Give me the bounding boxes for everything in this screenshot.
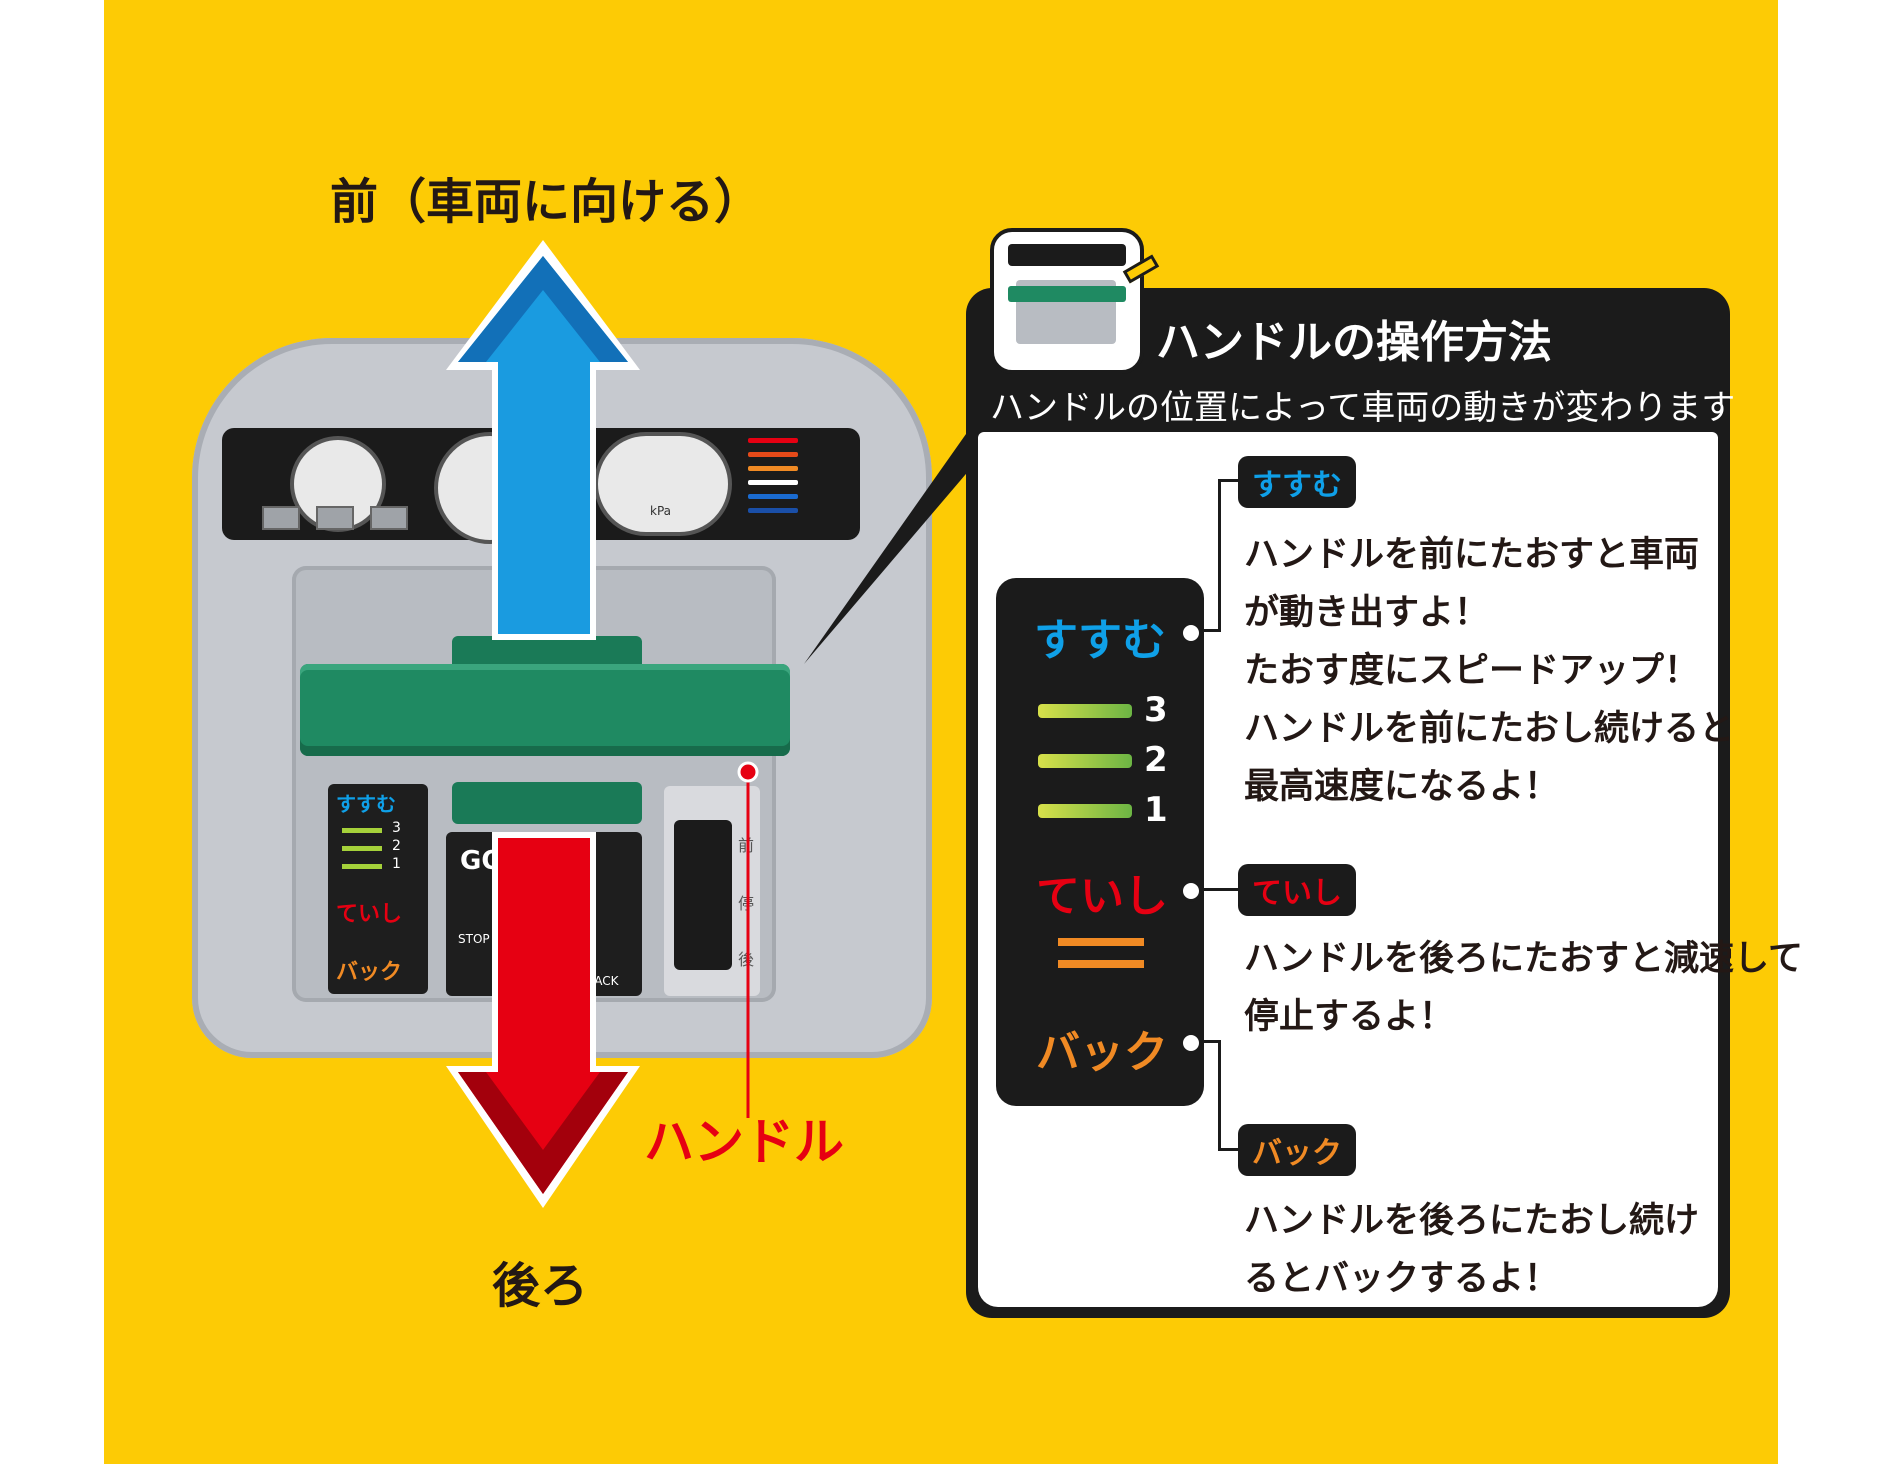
green-handle: [300, 664, 790, 756]
dash-button: [262, 506, 300, 530]
backward-label: 後ろ: [492, 1258, 589, 1314]
stop-desc: ハンドルを後ろにたおすと減速して 停止するよ！: [1244, 930, 1803, 1046]
sticker-stop-char: 停: [738, 894, 755, 913]
speed-sticker-left: すすむ 3 2 1 ていし バック: [328, 784, 428, 994]
scale-stop-line: [1058, 938, 1144, 946]
scale-level-bar: [1038, 704, 1132, 718]
controller-thumbnail-icon: [990, 228, 1144, 374]
card-subtitle: ハンドルの位置によって車両の動きが変わります: [990, 388, 1736, 428]
sticker-level-3: 3: [392, 820, 401, 836]
sticker-level-2: 2: [392, 838, 401, 854]
sticker-back-char: 後: [738, 950, 755, 969]
gauge-unit: kPa: [650, 504, 671, 518]
desc-line: ハンドルを後ろにたおすと減速して: [1244, 939, 1803, 979]
tag-stop: ていし: [1238, 864, 1356, 916]
handle-base-bottom: [452, 782, 642, 824]
sticker-front-char: 前: [738, 836, 755, 855]
back-desc: ハンドルを後ろにたおし続け るとバックするよ！: [1244, 1192, 1699, 1308]
indicator-bar: [748, 466, 798, 471]
indicator-bar: [748, 438, 798, 443]
handle-label: ハンドル: [644, 1113, 844, 1171]
sticker-level-1: 1: [392, 856, 401, 872]
desc-line: 最高速度になるよ！: [1244, 767, 1560, 807]
connector-dot: [1180, 880, 1202, 902]
sticker-level-bar: [342, 828, 382, 833]
scale-level-bar: [1038, 754, 1132, 768]
scale-stop-line: [1058, 960, 1144, 968]
indicator-bar: [748, 494, 798, 499]
card-title: ハンドルの操作方法: [1156, 317, 1552, 368]
sticker-stop-en-label: STOP: [458, 932, 490, 946]
scale-forward-label: すすむ: [1034, 615, 1166, 666]
handle-pointer: [737, 761, 759, 1118]
desc-line: たおす度にスピードアップ！: [1244, 651, 1700, 691]
forward-desc: ハンドルを前にたおすと車両 が動き出すよ！ たおす度にスピードアップ！ ハンドル…: [1244, 526, 1734, 816]
scale-level-3: 3: [1144, 690, 1168, 730]
backward-arrow-icon: [446, 832, 640, 1208]
desc-line: ハンドルを前にたおすと車両: [1244, 535, 1700, 575]
desc-line: ハンドルを前にたおし続けると: [1244, 709, 1735, 749]
connector-dot: [1180, 1032, 1202, 1054]
tag-back: バック: [1238, 1124, 1356, 1176]
dash-button: [316, 506, 354, 530]
desc-line: ハンドルを後ろにたおし続け: [1244, 1201, 1700, 1241]
scale-stop-label: ていし: [1036, 871, 1168, 922]
callout-pointer: [804, 434, 1000, 664]
indicator-bar: [748, 480, 798, 485]
sticker-back-label: バック: [336, 960, 403, 985]
sticker-stop-label: ていし: [336, 902, 403, 927]
forward-label: 前（車両に向ける）: [330, 174, 763, 230]
desc-line: が動き出すよ！: [1244, 593, 1490, 633]
scale-back-label: バック: [1036, 1027, 1168, 1078]
sticker-level-bar: [342, 846, 382, 851]
tag-forward: すすむ: [1238, 456, 1356, 508]
dash-button: [370, 506, 408, 530]
indicator-bar: [748, 452, 798, 457]
forward-arrow-icon: [446, 240, 640, 640]
scale-level-2: 2: [1144, 740, 1168, 780]
direction-sticker-right: 前 停 後: [664, 786, 760, 996]
desc-line: るとバックするよ！: [1244, 1259, 1560, 1299]
sticker-track: [674, 820, 732, 970]
scale-level-1: 1: [1144, 790, 1168, 830]
connector-dot: [1180, 622, 1202, 644]
lever-scale: [996, 578, 1204, 1106]
scale-level-bar: [1038, 804, 1132, 818]
sticker-level-bar: [342, 864, 382, 869]
sticker-forward-label: すすむ: [336, 792, 396, 816]
indicator-bar: [748, 508, 798, 513]
desc-line: 停止するよ！: [1244, 997, 1455, 1037]
